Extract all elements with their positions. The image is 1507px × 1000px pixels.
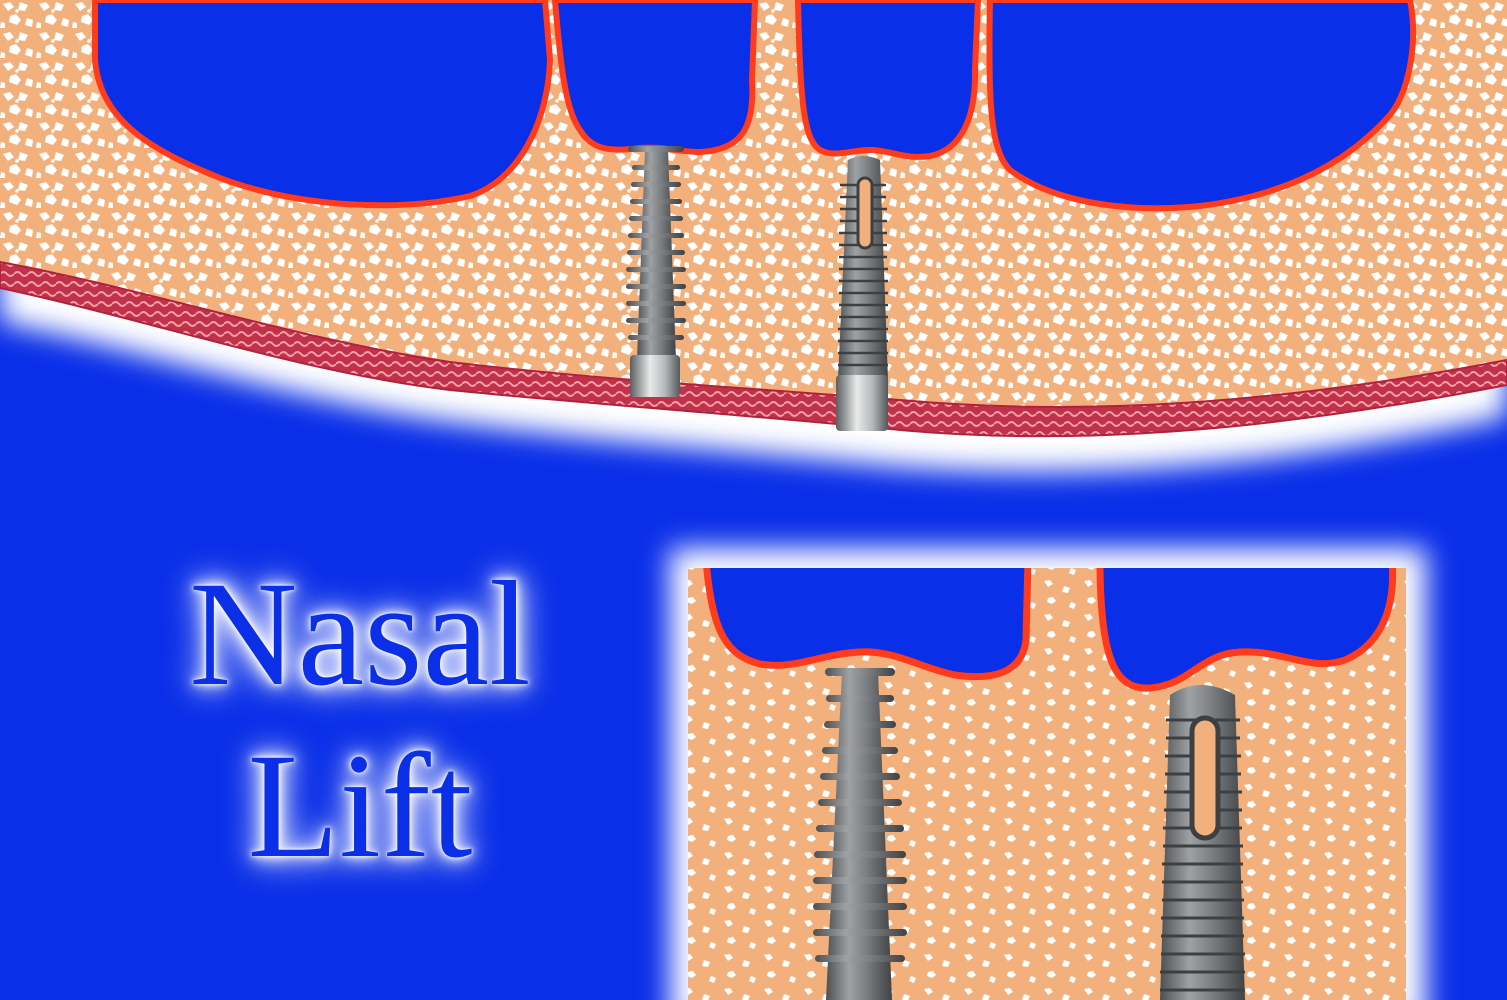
cavity-center-right: [798, 0, 978, 157]
title-line-1: Nasal: [140, 548, 580, 720]
title-line-2: Lift: [140, 720, 580, 892]
tapered-finned-implant: [626, 146, 686, 397]
cavity-center-left: [555, 0, 755, 152]
inset-threaded-vented-implant: [1160, 685, 1245, 1000]
threaded-vented-implant: [836, 156, 888, 431]
inset-detail-panel: [688, 560, 1406, 1000]
page-title: Nasal Lift: [140, 548, 580, 892]
